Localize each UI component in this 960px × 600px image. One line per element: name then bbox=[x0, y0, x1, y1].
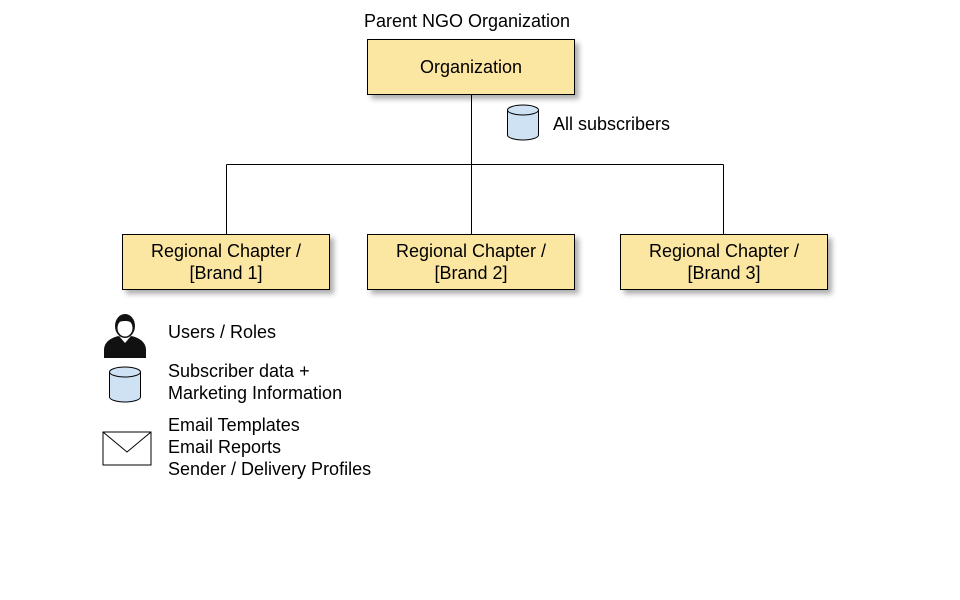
regional-chapter-box-2[interactable]: Regional Chapter / [Brand 2] bbox=[367, 234, 575, 290]
organization-label: Organization bbox=[419, 57, 523, 77]
legend-data-label: Subscriber data + Marketing Information bbox=[168, 360, 342, 404]
legend-email-label: Email Templates Email Reports Sender / D… bbox=[168, 414, 371, 480]
chapter-1-line-1: Regional Chapter / bbox=[150, 241, 302, 261]
user-icon bbox=[103, 310, 147, 358]
chapter-2-line-2: [Brand 2] bbox=[434, 263, 508, 283]
organization-box[interactable]: Organization bbox=[367, 39, 575, 95]
envelope-icon bbox=[102, 431, 152, 466]
legend-users-label: Users / Roles bbox=[168, 322, 277, 342]
legend-email-line-1: Email Templates bbox=[168, 415, 300, 435]
legend-email-line-2: Email Reports bbox=[168, 437, 282, 457]
chapter-2-line-1: Regional Chapter / bbox=[395, 241, 547, 261]
legend-email-line-3: Sender / Delivery Profiles bbox=[168, 459, 372, 479]
database-icon bbox=[109, 366, 141, 403]
all-subscribers-label: All subscribers bbox=[553, 114, 671, 134]
legend-data-line-1: Subscriber data + bbox=[168, 361, 310, 381]
database-icon bbox=[507, 104, 539, 141]
chapter-3-line-2: [Brand 3] bbox=[687, 263, 761, 283]
chapter-1-line-2: [Brand 1] bbox=[189, 263, 263, 283]
legend-data-line-2: Marketing Information bbox=[168, 383, 343, 403]
regional-chapter-box-1[interactable]: Regional Chapter / [Brand 1] bbox=[122, 234, 330, 290]
diagram-title: Parent NGO Organization bbox=[363, 11, 571, 31]
regional-chapter-box-3[interactable]: Regional Chapter / [Brand 3] bbox=[620, 234, 828, 290]
chapter-3-line-1: Regional Chapter / bbox=[648, 241, 800, 261]
